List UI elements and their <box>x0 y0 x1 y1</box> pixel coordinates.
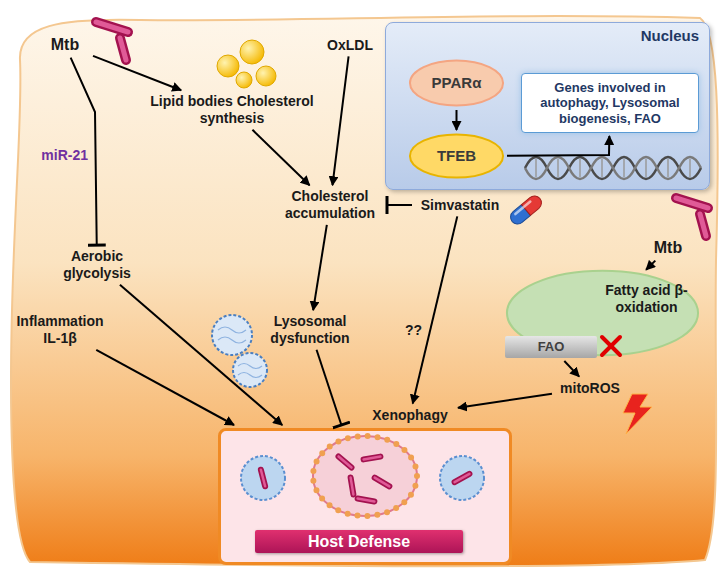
drug-label: Simvastatin <box>415 197 505 214</box>
process-label-text: Lipid bodies Cholesterol synthesis <box>143 93 321 127</box>
pathogen-label: Mtb <box>648 238 688 257</box>
fao-band-text: FAO <box>538 339 565 355</box>
mitochondrion-text: Fatty acid β-oxidation <box>597 282 696 316</box>
cell-body <box>11 16 718 566</box>
process-label: Xenophagy <box>365 407 455 424</box>
edge-label: ?? <box>405 322 422 338</box>
pathogen-label: Mtb <box>40 35 90 54</box>
arrow-connector <box>507 136 609 156</box>
process-label: Cholesterol accumulation <box>276 188 384 222</box>
nucleus-region: NucleusPPARαTFEB Genes involved in autoph… <box>385 22 710 190</box>
process-label-text: OxLDL <box>315 37 385 54</box>
arrow-connector <box>120 285 282 425</box>
process-label: Aerobic glycolysis <box>52 248 142 282</box>
gene-box-text: Genes involved in autophagy, Lysosomal b… <box>528 80 692 127</box>
factor-ellipse: TFEB <box>409 133 504 179</box>
factor-ellipse-text: TFEB <box>437 147 476 165</box>
arrow-connector <box>456 110 458 130</box>
process-label: mitoROS <box>555 380 625 397</box>
arrow-connector <box>313 225 327 310</box>
arrow-connector <box>646 261 655 270</box>
arrow-connector <box>564 361 579 377</box>
factor-ellipse-shape <box>410 134 503 177</box>
arrow-connector <box>413 216 458 403</box>
mtb-bacterium <box>676 198 708 236</box>
inhibition-connector <box>317 350 342 425</box>
factor-ellipse: PPARα <box>409 59 504 107</box>
lysosomes <box>212 315 267 387</box>
process-label: Lysosomal dysfunction <box>261 313 359 347</box>
process-label: Lipid bodies Cholesterol synthesis <box>143 93 321 127</box>
fao-block-x <box>602 337 620 355</box>
dna-helix <box>525 157 701 179</box>
factor-ellipse-text: PPARα <box>432 74 482 92</box>
gene-box: Genes involved in autophagy, Lysosomal b… <box>521 73 699 133</box>
fao-band: FAO <box>505 336 597 358</box>
process-label: OxLDL <box>315 37 385 54</box>
arrow-connector <box>332 56 348 185</box>
process-label-text: Inflammation IL-1β <box>8 313 113 347</box>
arrow-connector <box>252 130 309 185</box>
statin-pill <box>508 193 545 227</box>
inhibition-connector <box>387 204 412 206</box>
mtb-bacterium <box>96 22 128 60</box>
pathogen-label-text: Mtb <box>648 238 688 257</box>
process-label: Inflammation IL-1β <box>8 313 113 347</box>
pathogen-label-text: Mtb <box>40 35 90 54</box>
process-label-text: Xenophagy <box>365 407 455 424</box>
nucleus-region-text: Nucleus <box>641 27 699 45</box>
process-label-text: Cholesterol accumulation <box>276 188 384 222</box>
process-label-text: Lysosomal dysfunction <box>261 313 359 347</box>
process-label-text: mitoROS <box>555 380 625 397</box>
ros-lightning <box>623 394 652 434</box>
edge-label: miR-21 <box>41 147 88 163</box>
host-defense-illustration <box>241 436 484 516</box>
lipid-droplets <box>217 40 276 88</box>
host-defense-box: Host Defense <box>218 428 512 565</box>
factor-ellipse-shape <box>410 60 503 105</box>
arrow-connector <box>93 56 181 90</box>
arrow-connector <box>96 350 234 425</box>
drug-label-text: Simvastatin <box>415 197 505 214</box>
host-defense-box-text: Host Defense <box>255 530 463 553</box>
arrow-connector <box>458 394 552 408</box>
process-label-text: Aerobic glycolysis <box>52 248 142 282</box>
